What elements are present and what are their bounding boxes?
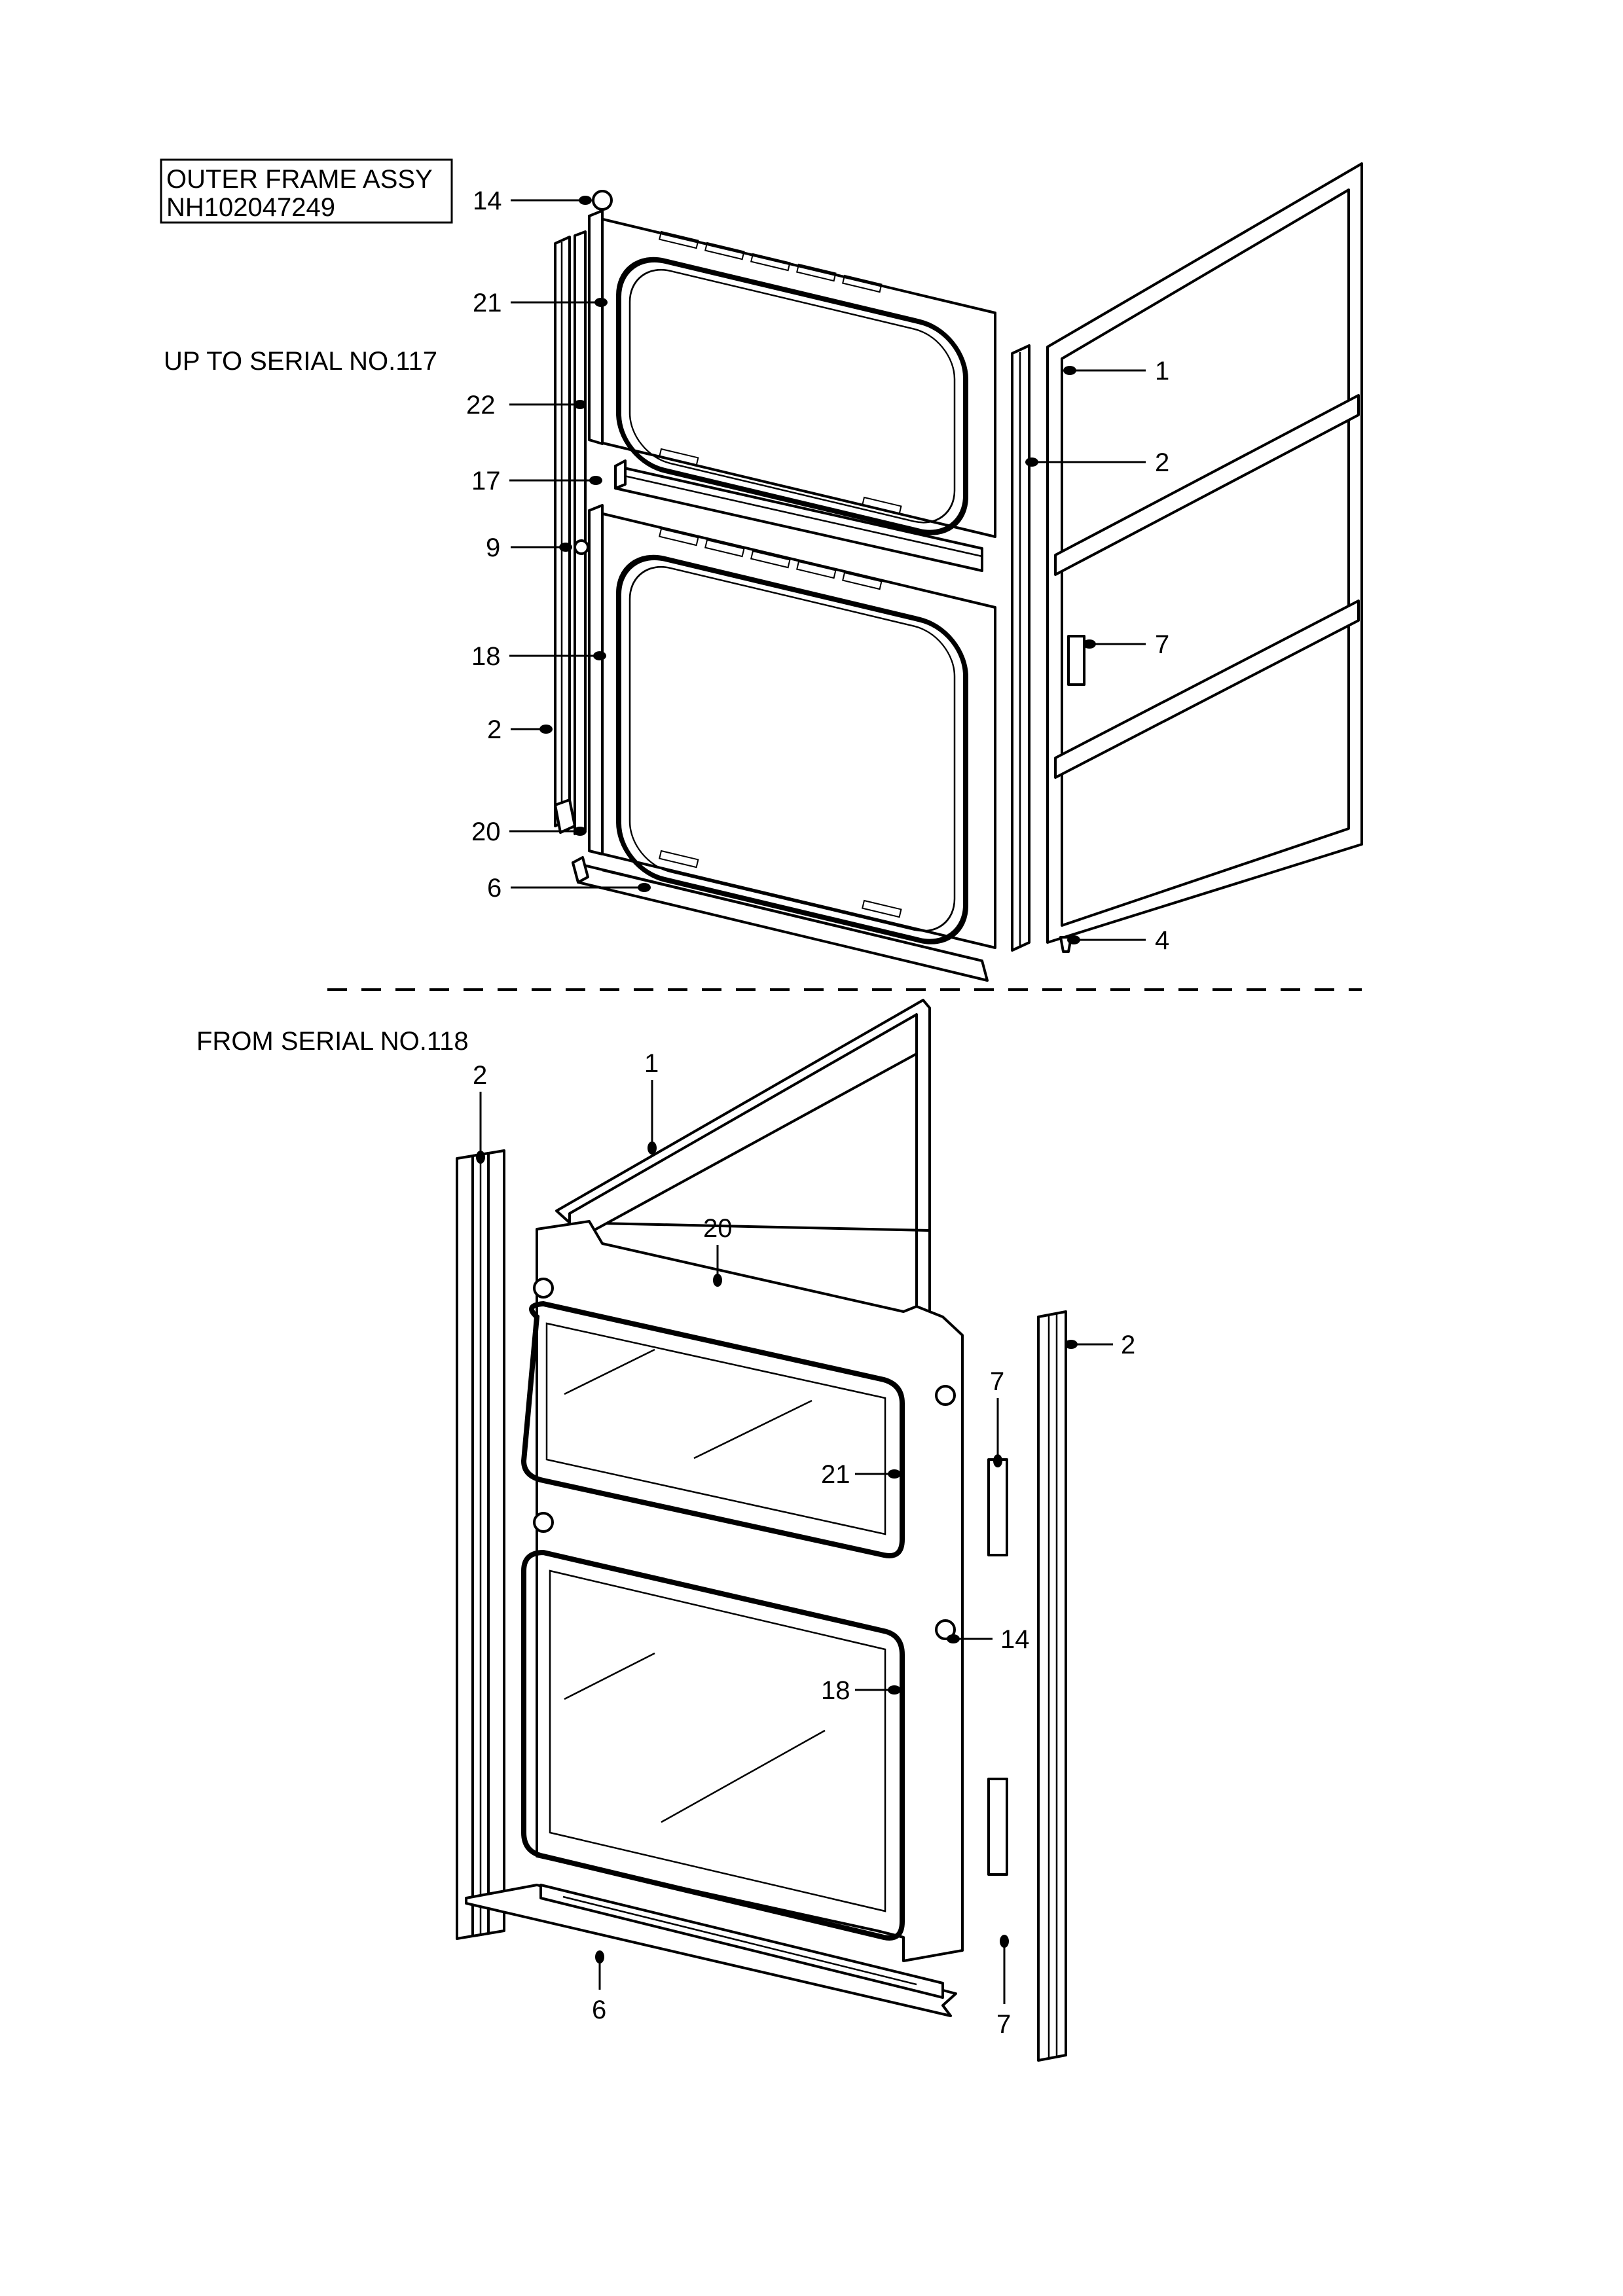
callout-2-bottom-right: 2 xyxy=(1065,1331,1135,1359)
bottom-callouts: 2 1 20 2 7 21 xyxy=(473,1049,1135,2039)
svg-text:2: 2 xyxy=(487,715,501,744)
callout-7-top: 7 xyxy=(1083,630,1169,659)
svg-text:20: 20 xyxy=(471,817,501,846)
svg-text:2: 2 xyxy=(473,1061,487,1090)
svg-text:17: 17 xyxy=(471,467,501,495)
callout-2-top-right: 2 xyxy=(1025,448,1169,477)
part-7-clip-upper xyxy=(987,1458,1008,1556)
part-2-right-side-strip xyxy=(1011,344,1030,952)
svg-text:4: 4 xyxy=(1155,926,1169,955)
part-6-bottom-rail-bottom xyxy=(465,1884,957,2017)
main-front-panel xyxy=(533,1220,964,1962)
svg-text:14: 14 xyxy=(1000,1625,1030,1654)
callout-1-bottom: 1 xyxy=(644,1049,659,1155)
upper-panel xyxy=(588,209,996,538)
part-14-grommet-bottom xyxy=(935,1619,956,1640)
callout-14-top: 14 xyxy=(473,187,592,215)
part-22-rear-strip xyxy=(574,230,587,835)
svg-text:6: 6 xyxy=(592,1996,606,2024)
svg-text:14: 14 xyxy=(473,187,502,215)
section-heading-bottom: FROM SERIAL NO.118 xyxy=(196,1027,469,1056)
callout-2-bottom-left: 2 xyxy=(473,1061,487,1164)
svg-text:18: 18 xyxy=(821,1676,850,1705)
callout-18-bottom: 18 xyxy=(821,1676,901,1705)
callout-6-bottom: 6 xyxy=(592,1950,606,2024)
part-18-lower-window xyxy=(521,1549,905,1941)
callout-20-bottom: 20 xyxy=(703,1214,733,1287)
svg-text:7: 7 xyxy=(1155,630,1169,659)
part-9-screw xyxy=(574,539,589,555)
part-2-right-channel xyxy=(1037,1310,1067,2062)
svg-text:1: 1 xyxy=(1155,357,1169,386)
svg-text:22: 22 xyxy=(466,391,496,420)
callout-6-top: 6 xyxy=(487,874,651,903)
callout-14-bottom: 14 xyxy=(947,1625,1030,1654)
callout-7-bottom-lower: 7 xyxy=(996,1935,1011,2039)
callout-7-bottom-upper: 7 xyxy=(990,1367,1004,1467)
svg-text:21: 21 xyxy=(821,1460,850,1489)
svg-text:2: 2 xyxy=(1155,448,1169,477)
lower-panel xyxy=(588,504,996,949)
part-7-clip-top xyxy=(1067,635,1085,686)
callout-18-top: 18 xyxy=(471,642,606,671)
svg-text:9: 9 xyxy=(486,533,500,562)
svg-text:1: 1 xyxy=(644,1049,659,1078)
section-heading-top: UP TO SERIAL NO.117 xyxy=(164,347,437,376)
svg-text:7: 7 xyxy=(990,1367,1004,1396)
callout-1-top: 1 xyxy=(1063,357,1169,386)
top-assembly-drawing xyxy=(554,162,1363,982)
part-1-side-frame-bottom xyxy=(555,999,931,1322)
callout-17-top: 17 xyxy=(471,467,602,495)
callout-22-top: 22 xyxy=(466,391,587,420)
svg-text:18: 18 xyxy=(471,642,501,671)
title-line-2: NH102047249 xyxy=(166,193,335,222)
title-box: OUTER FRAME ASSY NH102047249 xyxy=(160,158,453,224)
part-2-left-side-strip xyxy=(554,236,576,834)
callout-21-bottom: 21 xyxy=(821,1460,901,1489)
part-2-left-channel xyxy=(456,1149,505,1940)
bottom-assembly-drawing xyxy=(456,999,1067,2062)
part-1-side-frame xyxy=(1046,162,1363,944)
part-6-bottom-rail xyxy=(572,856,989,982)
callout-20-top: 20 xyxy=(471,817,587,846)
part-14-grommet xyxy=(592,190,613,211)
svg-text:2: 2 xyxy=(1121,1331,1135,1359)
part-21-upper-window xyxy=(520,1300,905,1558)
callout-2-top-left: 2 xyxy=(487,715,553,744)
title-line-1: OUTER FRAME ASSY xyxy=(166,165,433,194)
part-17-divider-rail xyxy=(614,459,983,572)
svg-text:21: 21 xyxy=(473,289,502,317)
callout-21-top: 21 xyxy=(473,289,608,317)
top-callouts: 14 21 22 17 9 18 2 xyxy=(466,187,1169,955)
part-7-clip-lower xyxy=(987,1778,1008,1876)
callout-4-top: 4 xyxy=(1067,926,1169,955)
svg-text:20: 20 xyxy=(703,1214,733,1243)
svg-text:6: 6 xyxy=(487,874,501,903)
svg-text:7: 7 xyxy=(996,2010,1011,2039)
callout-9-top: 9 xyxy=(486,533,572,562)
